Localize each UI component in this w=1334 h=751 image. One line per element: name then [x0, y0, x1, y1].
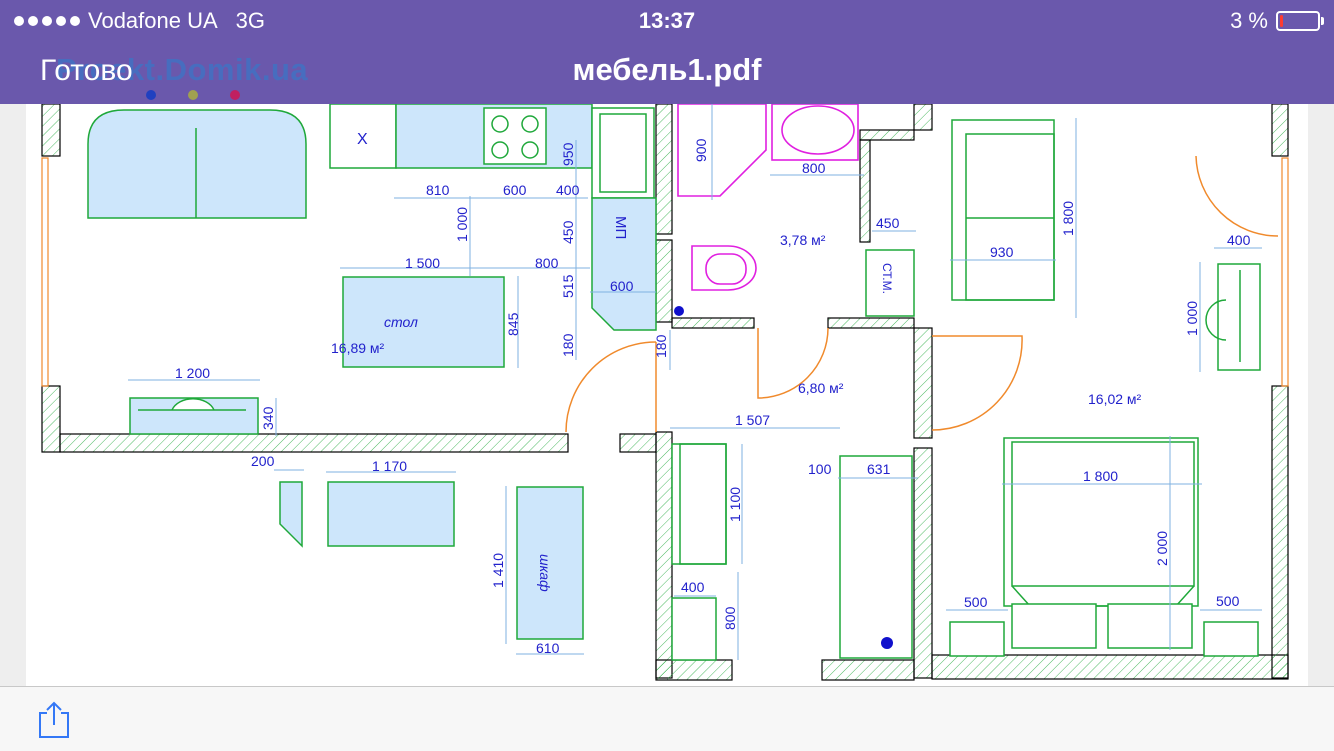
dim-1200: 1 200 [175, 365, 210, 381]
label-washer: СТ.М. [880, 263, 894, 294]
dim-930: 930 [990, 244, 1014, 260]
dimension-lines [128, 104, 1262, 660]
dim-180a: 180 [560, 333, 576, 357]
carrier-name: Vodafone UA [88, 8, 218, 33]
signal-strength-icon [14, 16, 80, 26]
dim-1800a: 1 800 [1060, 201, 1076, 236]
carrier-info: Vodafone UA 3G [14, 8, 265, 34]
dim-800c: 800 [722, 606, 738, 630]
dim-100: 100 [808, 461, 832, 477]
dim-1100: 1 100 [727, 487, 743, 522]
dim-2000: 2 000 [1154, 531, 1170, 566]
done-button[interactable]: Готово [40, 54, 133, 87]
network-type: 3G [235, 8, 266, 33]
dim-610: 610 [536, 640, 560, 656]
room-area-bedroom: 16,02 м² [1088, 391, 1142, 407]
room-area-living: 16,89 м² [331, 340, 385, 356]
dim-631: 631 [867, 461, 891, 477]
dim-950: 950 [560, 142, 576, 166]
dim-1000a: 1 000 [454, 207, 470, 242]
label-table: стол [384, 314, 418, 330]
furniture [87, 104, 1261, 661]
watermark-dots [146, 90, 240, 100]
pdf-viewer[interactable]: 16,89 м² 3,78 м² 6,80 м² 16,02 м² стол X… [0, 104, 1334, 686]
label-dishwasher: МП [612, 216, 629, 239]
dim-400c: 400 [681, 579, 705, 595]
dim-800a: 800 [535, 255, 559, 271]
status-bar: Vodafone UA 3G 13:37 3 % [0, 0, 1334, 42]
clock: 13:37 [638, 8, 696, 33]
dim-845: 845 [505, 312, 521, 336]
dim-810: 810 [426, 182, 450, 198]
dim-1410: 1 410 [490, 553, 506, 588]
dim-515: 515 [560, 274, 576, 298]
dim-1000b: 1 000 [1184, 301, 1200, 336]
doors [565, 155, 1279, 433]
label-x: X [357, 131, 368, 148]
battery-percent: 3 % [1230, 8, 1268, 33]
dim-600b: 600 [610, 278, 634, 294]
document-title: мебель1.pdf [572, 52, 762, 87]
label-wardrobe: шкаф [537, 554, 553, 592]
bottom-toolbar [0, 686, 1334, 751]
watermark-logo: Proekt.Domik.ua [56, 52, 309, 87]
floor-plan: 16,89 м² 3,78 м² 6,80 м² 16,02 м² стол X… [26, 104, 1308, 686]
dim-400b: 400 [1227, 232, 1251, 248]
share-button[interactable] [36, 699, 72, 739]
windows [41, 157, 1289, 387]
navigation-bar: Proekt.Domik.ua Готово мебель1.pdf [0, 42, 1334, 104]
dim-600a: 600 [503, 182, 527, 198]
dim-900: 900 [693, 138, 709, 162]
dim-200: 200 [251, 453, 275, 469]
dim-1507: 1 507 [735, 412, 770, 428]
dim-400a: 400 [556, 182, 580, 198]
plumbing [677, 104, 859, 291]
dim-1800b: 1 800 [1083, 468, 1118, 484]
dim-1170: 1 170 [372, 458, 407, 474]
dim-500b: 500 [1216, 593, 1240, 609]
share-icon [39, 701, 69, 738]
dim-1500: 1 500 [405, 255, 440, 271]
dim-450b: 450 [876, 215, 900, 231]
battery-info: 3 % [1230, 8, 1324, 34]
dim-340: 340 [260, 406, 276, 430]
dim-800b: 800 [802, 160, 826, 176]
room-area-bath: 3,78 м² [780, 232, 826, 248]
markers [674, 306, 893, 649]
dim-180b: 180 [653, 334, 669, 358]
dim-450a: 450 [560, 220, 576, 244]
walls [41, 104, 1289, 681]
dim-500a: 500 [964, 594, 988, 610]
battery-icon [1276, 11, 1324, 31]
room-area-hall: 6,80 м² [798, 380, 844, 396]
